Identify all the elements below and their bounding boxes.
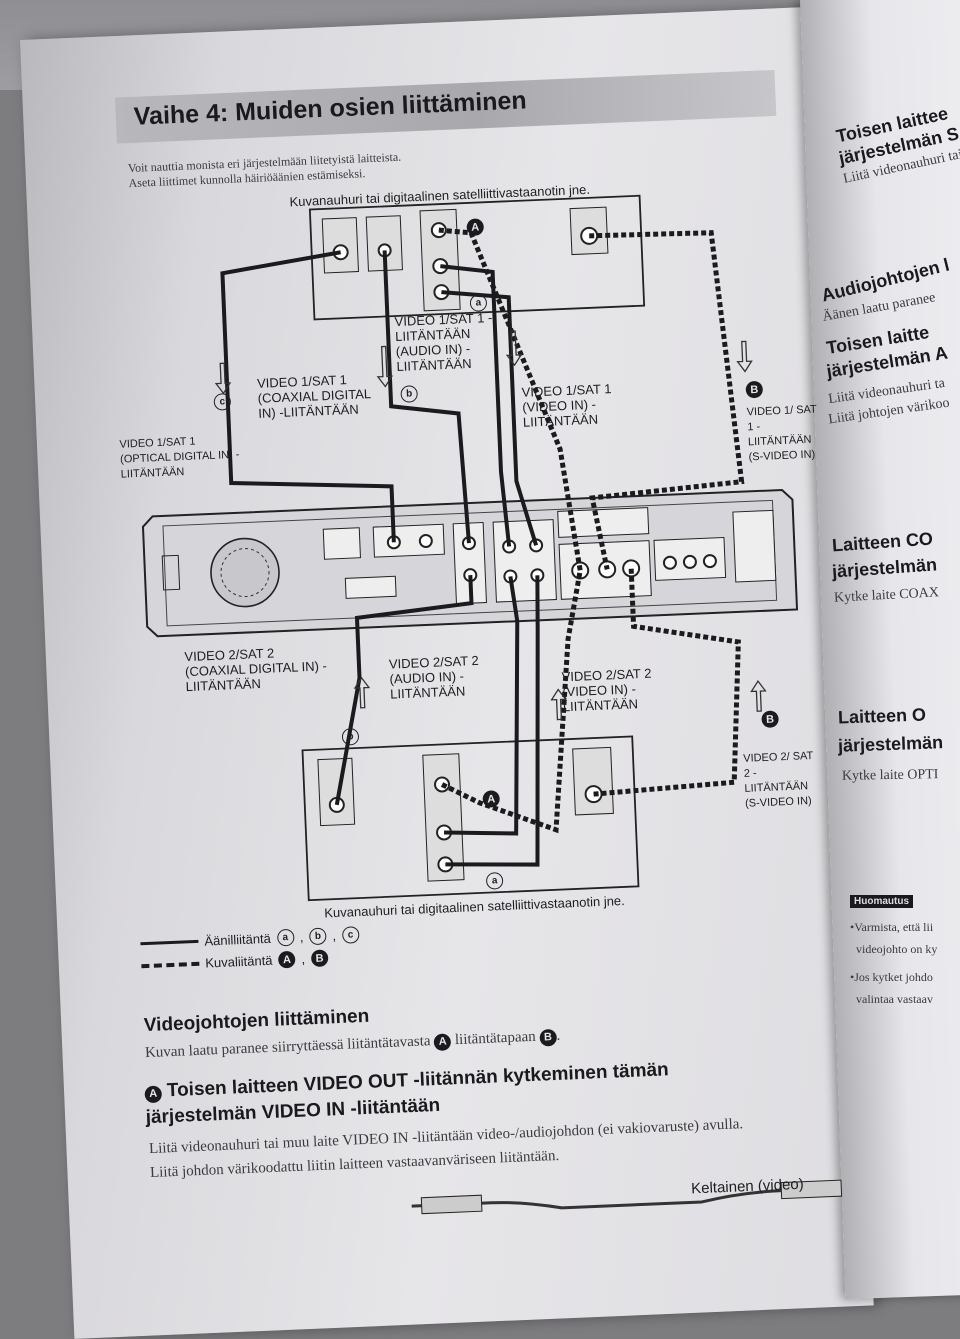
legend-marker-a: a: [276, 928, 295, 947]
label-audio-sat1: VIDEO 1/SAT 1 -liitäntään (AUDIO IN) -li…: [394, 309, 493, 375]
note-line-1b: videojohto on ky: [856, 942, 938, 956]
right-heading-optical-2: järjestelmän: [837, 732, 944, 756]
intro-text: Voit nauttia monista eri järjestelmään l…: [128, 150, 402, 191]
label-svideo-sat1: VIDEO 1/ SAT 1 -liitäntään (S-VIDEO IN): [746, 403, 817, 464]
legend-dashed-line: [141, 961, 200, 968]
bottom-coaxial-jack: [317, 757, 356, 827]
label-svideo-sat2: VIDEO 2/ SAT 2 -liitäntään (S-VIDEO IN): [742, 749, 814, 810]
label-coaxial-sat2: VIDEO 2/SAT 2 (COAXIAL DIGITAL IN) -liit…: [184, 645, 328, 695]
label-audio-sat2: VIDEO 2/SAT 2 (AUDIO IN) -liitäntään: [388, 652, 480, 702]
heading-video-cables: Videojohtojen liittäminen: [143, 1005, 370, 1037]
scart-connector: [557, 507, 650, 538]
note-line-1: •Varmista, että lii: [850, 920, 934, 934]
cable-illustration: [411, 1179, 843, 1215]
audio-cables: [220, 250, 540, 867]
note-line-2: •Jos kytket johdo: [850, 970, 933, 984]
connection-diagram: [141, 194, 799, 902]
label-video-sat2: VIDEO 2/SAT 2 (VIDEO IN) -liitäntään: [561, 665, 652, 715]
legend-audio-label: Äänilliitäntä: [204, 930, 272, 949]
video-cables: [438, 227, 745, 834]
legend-marker-B: B: [310, 949, 329, 968]
note-line-2b: valintaa vastaav: [856, 992, 933, 1006]
direction-arrows: [214, 330, 767, 721]
label-optical-sat1: VIDEO 1/SAT 1 (OPTICAL DIGITAL IN) -liit…: [119, 435, 240, 481]
label-video-sat1: VIDEO 1/SAT 1 (VIDEO IN) -liitäntään: [521, 381, 612, 430]
legend-marker-c: c: [341, 926, 360, 944]
legend-marker-A: A: [278, 950, 296, 969]
label-coaxial-sat1: VIDEO 1/SAT 1 (COAXIAL DIGITAL IN) -liit…: [256, 372, 371, 421]
right-text-optical: Kytke laite OPTI: [841, 767, 939, 784]
legend-video-label: Kuvaliitäntä: [204, 952, 273, 971]
legend-marker-b: b: [309, 927, 327, 946]
top-device-box: [308, 194, 646, 321]
bottom-device-box: [301, 735, 640, 902]
bottom-svideo-jack: [572, 746, 614, 816]
bottom-av-out-panel: [422, 753, 465, 882]
right-heading-optical: Laitteen O: [837, 704, 927, 728]
note-badge: Huomautus: [850, 895, 913, 908]
legend-solid-line: [140, 939, 199, 946]
left-page-content: Vaihe 4: Muiden osien liittäminen Voit n…: [105, 69, 854, 1277]
